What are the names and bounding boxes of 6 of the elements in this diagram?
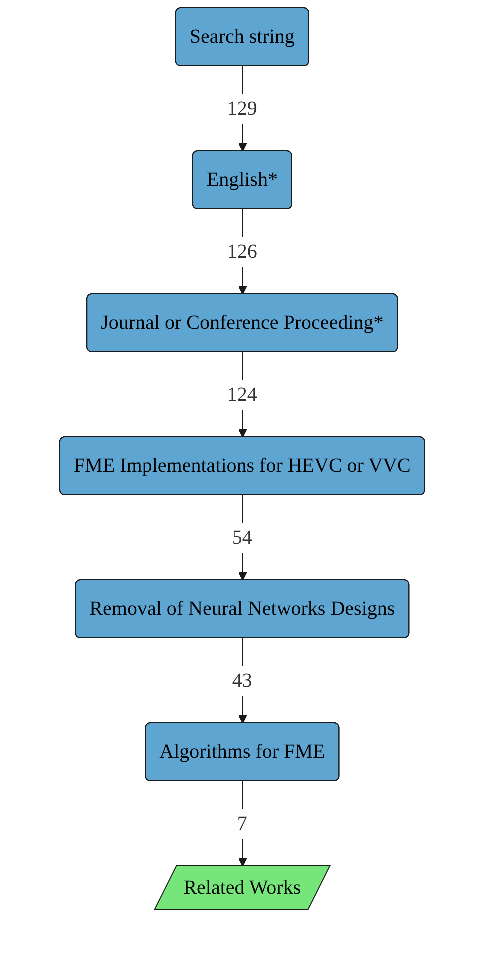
edge-label: 129 [228, 98, 258, 120]
edge-label: 124 [228, 384, 258, 406]
edge-label: 7 [238, 813, 248, 835]
edge-label: 54 [232, 527, 252, 549]
edge-label: 43 [232, 670, 252, 692]
edge-label: 126 [228, 241, 258, 263]
